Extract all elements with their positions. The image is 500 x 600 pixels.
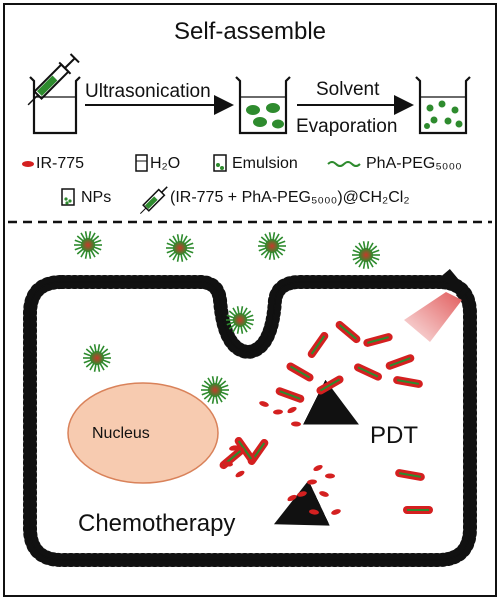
syringe-icon [27,53,80,106]
nucleus-label: Nucleus [92,425,150,442]
evaporation-label: Evaporation [296,116,398,137]
h2o-legend-icon [135,154,148,172]
ir775-nanorod [354,363,382,381]
legend-mixture: (IR-775 + PhA-PEG₅₀₀₀)@CH₂Cl₂ [170,189,410,206]
nanoparticle-icon [74,231,102,259]
legend-h2o: H₂O [150,155,181,172]
nps-legend-icon [61,188,75,206]
pha-peg-legend-icon [327,161,361,167]
membrane-outline [29,281,471,561]
ir775-legend-icon [22,161,34,167]
ir775-nanorod [307,331,329,359]
ir775-nanorod [335,320,361,344]
laser-icon [404,269,471,342]
legend-pha-peg: PhA-PEG₅₀₀₀ [366,155,462,172]
pdt-label: PDT [370,422,418,449]
ir775-molecule [273,409,283,415]
nps-beaker-icon [415,76,471,135]
emulsion-beaker-icon [235,76,291,135]
ir775-molecule [235,470,245,478]
curved-arrow-icon [303,379,359,425]
ir775-nanorod [275,387,305,403]
ir775-molecule [325,473,335,479]
ir775-molecule [309,509,319,515]
solvent-label: Solvent [316,79,380,100]
ir775-nanorod [234,436,256,464]
legend-emulsion: Emulsion [232,155,298,172]
ir775-molecule [319,491,329,497]
ir775-molecule [229,445,239,451]
ir775-nanorod [385,354,415,370]
ir775-molecule [331,509,341,515]
nanoparticles [74,231,380,404]
ir775-nanorod [403,506,433,514]
ir775-molecule [313,464,323,472]
ir775-molecule [259,401,269,407]
ir775-molecule [297,491,307,497]
nanoparticle-icon [166,234,194,262]
nanoparticle-icon [83,344,111,372]
ir775-nanorod [395,469,425,481]
legend-ir775: IR-775 [36,155,85,172]
nanoparticle-icon [226,306,254,334]
nucleus [67,382,219,484]
ir775-molecule [291,421,301,427]
ir775-molecule [307,479,317,485]
ir775-molecule [223,461,233,467]
chemotherapy-label: Chemotherapy [78,510,236,537]
ir775-molecule [287,494,297,502]
syringe-legend-icon [139,186,168,215]
ir775-molecule [287,406,297,414]
legend-nps: NPs [81,189,112,206]
ir775-nanorod [316,375,344,395]
figure-frame [3,3,497,597]
nanoparticle-icon [258,232,286,260]
ir775-molecules [223,401,341,515]
title: Self-assemble [173,18,327,45]
ir775-nanorod [286,362,314,382]
ir775-nanorod [363,333,393,347]
ir775-nanorod [393,376,423,388]
ir775-nanorods [219,320,433,514]
beaker-icon [29,76,81,135]
emulsion-legend-icon [213,154,227,172]
nanoparticle-icon [201,376,229,404]
nanoparticle-icon [352,241,380,269]
ultrasonication-label: Ultrasonication [85,81,211,102]
